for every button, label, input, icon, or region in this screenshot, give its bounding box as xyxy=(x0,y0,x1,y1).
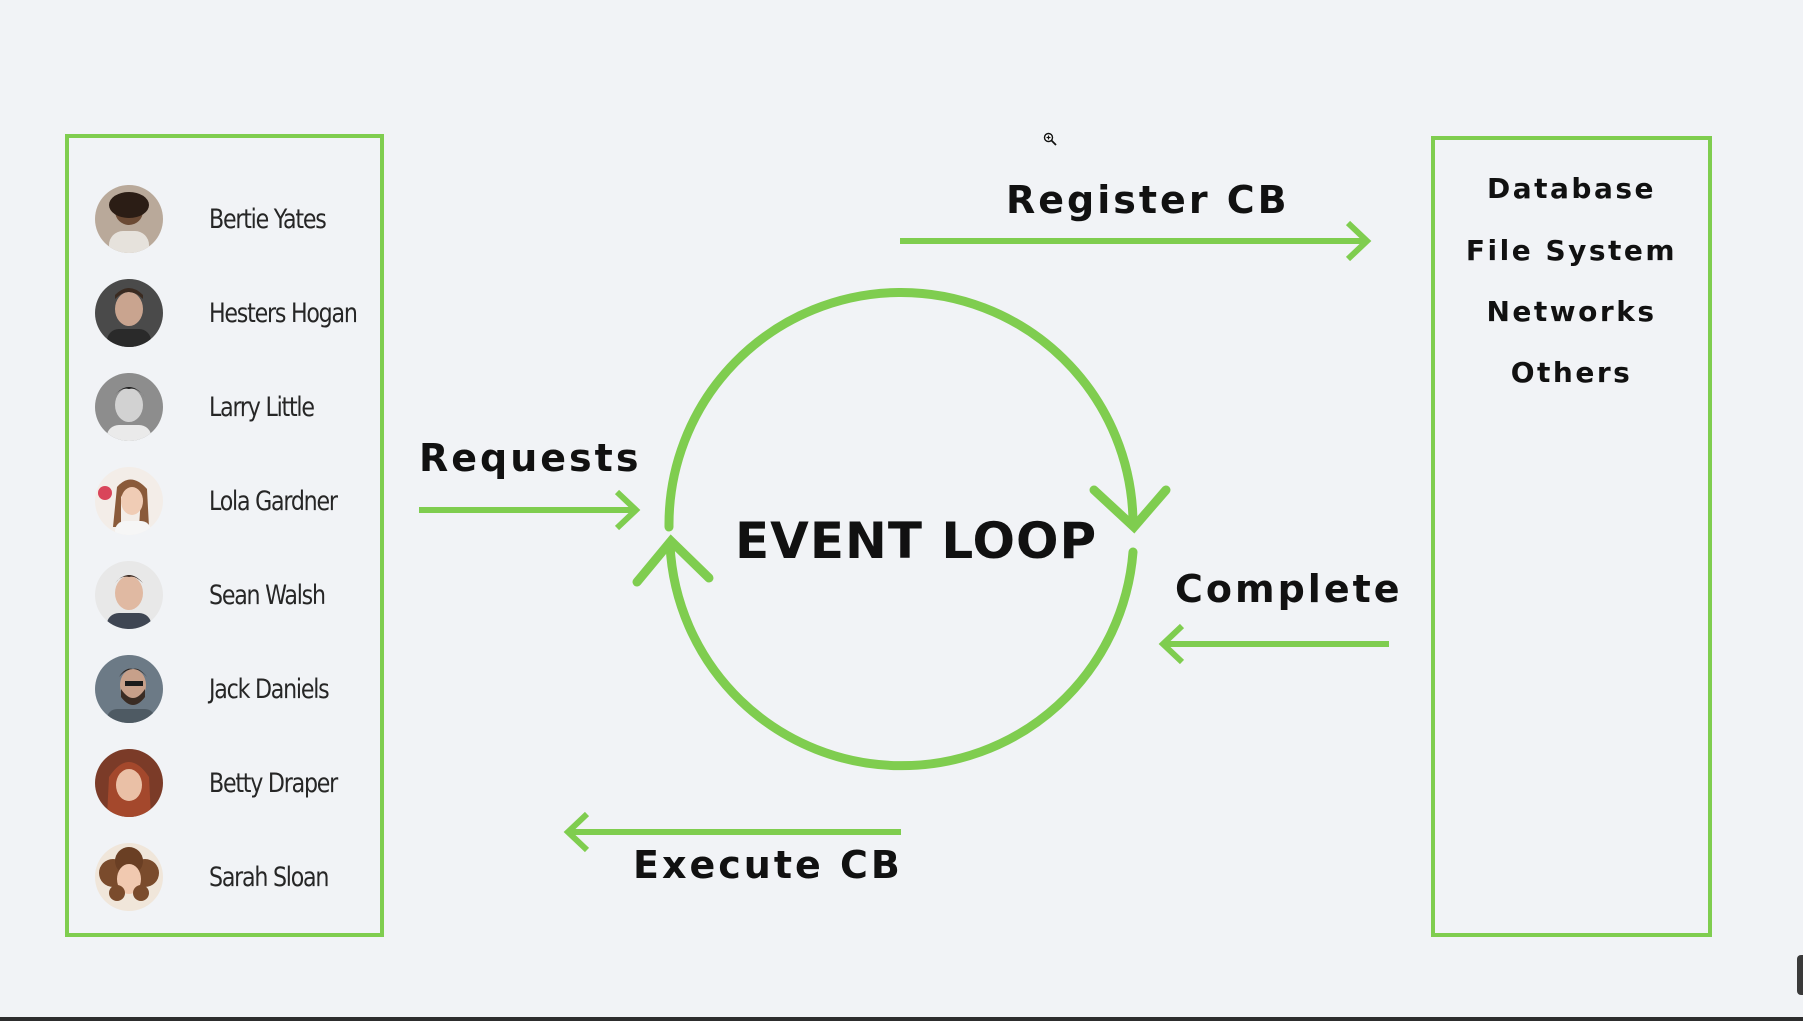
bottom-bar xyxy=(0,1017,1803,1021)
complete-label: Complete xyxy=(1175,567,1403,611)
avatar xyxy=(95,843,163,911)
requests-arrow xyxy=(419,489,641,531)
execute-cb-arrow xyxy=(563,811,901,853)
resource-item: Networks xyxy=(1486,295,1657,328)
requests-label: Requests xyxy=(419,436,642,480)
client-name: Larry Little xyxy=(209,391,315,423)
complete-arrow xyxy=(1158,623,1389,665)
execute-cb-label: Execute CB xyxy=(633,843,903,887)
event-loop-title: EVENT LOOP xyxy=(735,512,1098,570)
client-name: Bertie Yates xyxy=(209,203,327,235)
register-cb-label: Register CB xyxy=(1006,178,1290,222)
avatar xyxy=(95,185,163,253)
avatar xyxy=(95,467,163,535)
client-name: Hesters Hogan xyxy=(209,297,358,329)
resource-item: Database xyxy=(1486,172,1656,205)
avatar xyxy=(95,749,163,817)
client-name: Lola Gardner xyxy=(209,485,338,517)
client-item: Lola Gardner xyxy=(95,466,375,536)
register-cb-arrow xyxy=(900,220,1372,262)
client-item: Jack Daniels xyxy=(95,654,375,724)
resource-item: Others xyxy=(1510,356,1633,389)
avatar xyxy=(95,655,163,723)
clients-panel: Bertie Yates Hesters Hogan xyxy=(65,134,384,937)
avatar xyxy=(95,373,163,441)
client-name: Jack Daniels xyxy=(209,673,330,705)
client-name: Betty Draper xyxy=(209,767,338,799)
client-name: Sean Walsh xyxy=(209,579,326,611)
resources-panel: Database File System Networks Others xyxy=(1431,136,1712,937)
client-item: Larry Little xyxy=(95,372,375,442)
client-item: Hesters Hogan xyxy=(95,278,375,348)
resource-item: File System xyxy=(1465,234,1678,267)
avatar xyxy=(95,279,163,347)
client-item: Bertie Yates xyxy=(95,184,375,254)
zoom-in-icon xyxy=(1043,132,1057,146)
avatar xyxy=(95,561,163,629)
client-item: Sean Walsh xyxy=(95,560,375,630)
client-name: Sarah Sloan xyxy=(209,861,329,893)
event-loop-circle xyxy=(632,288,1171,771)
corner-widget[interactable] xyxy=(1797,955,1803,995)
client-item: Betty Draper xyxy=(95,748,375,818)
client-item: Sarah Sloan xyxy=(95,842,375,912)
